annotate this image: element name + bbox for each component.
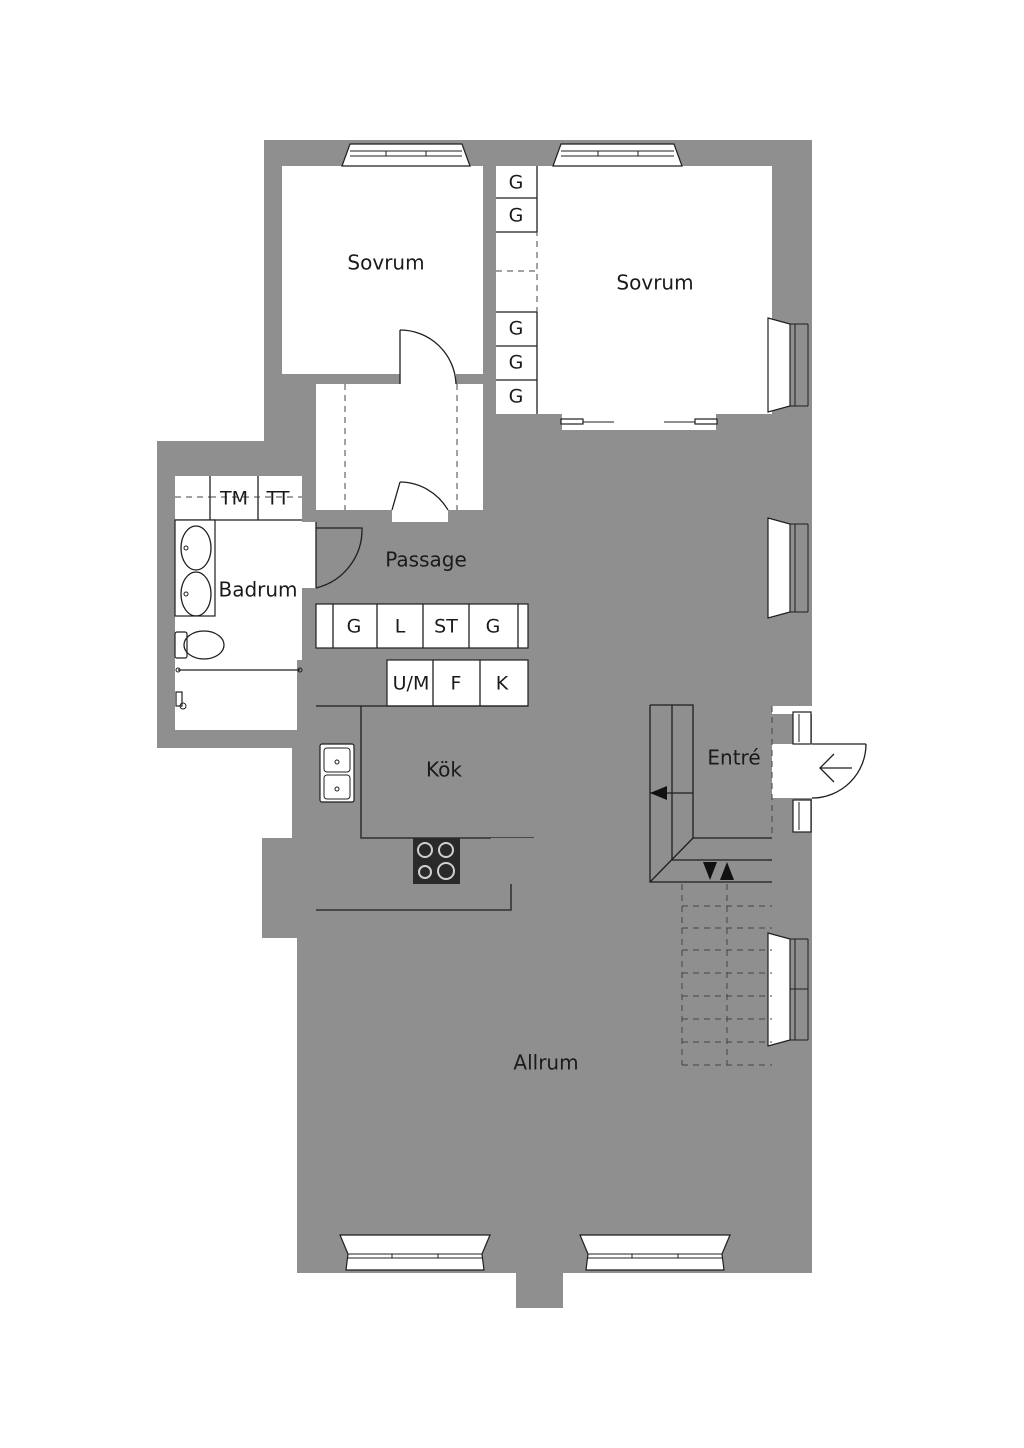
wall-bathroom-right <box>302 476 316 522</box>
kitchen-pillar <box>491 838 534 884</box>
wall-right-lower <box>772 838 812 1273</box>
wall-stub-right <box>716 414 772 430</box>
door-bedroom-small <box>399 329 457 385</box>
room-labels: Sovrum Sovrum Passage Entré Allrum <box>347 251 760 1075</box>
wall-right-upper <box>772 166 812 706</box>
sliding-door-left <box>560 418 614 425</box>
kitchen-k-label: K <box>496 673 509 695</box>
opening-entrance-door <box>772 744 812 798</box>
window-right-1 <box>767 317 809 413</box>
passage-cabinets: G L ST G <box>315 603 529 649</box>
door-passage <box>391 481 449 511</box>
door-bathroom <box>315 522 363 589</box>
openings <box>302 374 812 798</box>
wall-passage-top <box>264 374 400 384</box>
passage-cabinet-2: L <box>395 616 406 638</box>
bath-tm-label: TM <box>219 488 248 510</box>
stairs <box>649 704 772 1066</box>
passage-cabinet-4: G <box>486 616 501 638</box>
wall-entrance-top <box>639 653 772 671</box>
passage-cabinet-3: ST <box>434 616 458 638</box>
window-entrance-top <box>792 711 812 745</box>
wall-stub-left <box>538 414 562 430</box>
wall-left-upper <box>264 140 282 441</box>
room-label-bedroom-small: Sovrum <box>347 251 424 275</box>
kitchen-fixtures: U/M F K Kök <box>316 659 534 911</box>
room-label-living: Allrum <box>513 1051 578 1075</box>
wall-kitchen-left <box>297 660 316 940</box>
kitchen-sink-icon <box>319 743 355 803</box>
room-label-kitchen: Kök <box>426 758 462 782</box>
wall-passage-bottom-left <box>302 510 392 522</box>
wall-bath-left <box>157 441 175 748</box>
passage-cabinet-1: G <box>347 616 362 638</box>
wall-left <box>297 910 316 1240</box>
bath-tt-label: TT <box>266 488 290 510</box>
dashed-lines <box>344 230 773 838</box>
room-label-bathroom: Badrum <box>218 578 297 602</box>
bathroom-fixtures: TM TT Badrum <box>174 476 303 710</box>
door-entrance <box>811 743 867 799</box>
kitchen-f-label: F <box>451 673 462 695</box>
stove-icon <box>413 838 460 884</box>
window-top-left <box>341 143 471 167</box>
wardrobe-label-5: G <box>509 386 524 408</box>
opening-bedroom-large <box>538 414 728 430</box>
room-label-passage: Passage <box>385 548 467 572</box>
toilet-icon <box>174 630 225 660</box>
walls <box>157 140 812 1308</box>
window-bottom-right <box>579 1234 731 1271</box>
opening-living-right <box>772 706 812 714</box>
room-label-entrance: Entré <box>707 746 760 770</box>
kitchen-um-label: U/M <box>393 673 430 695</box>
window-entrance-bottom <box>792 799 812 833</box>
wardrobe-label-4: G <box>509 352 524 374</box>
wall-passage-top-right <box>456 374 496 384</box>
room-label-bedroom-large: Sovrum <box>616 271 693 295</box>
sink-icon <box>180 525 212 571</box>
wall-bath-bottom <box>157 730 316 748</box>
opening-bedroom-small-door <box>400 374 456 384</box>
wall-entrance-left <box>639 653 650 705</box>
shower-icon <box>175 691 187 710</box>
wall-cabinet-right <box>528 604 538 706</box>
windows <box>339 143 812 1271</box>
wardrobe-label-3: G <box>509 318 524 340</box>
stair-arrow-left-icon <box>650 786 667 800</box>
window-right-2 <box>767 517 809 619</box>
opening-passage-door <box>392 510 448 522</box>
window-top-right <box>552 143 683 167</box>
window-bottom-left <box>339 1234 491 1271</box>
wall-bathroom-top <box>157 441 316 476</box>
wall-bedrooms-divider <box>483 166 496 522</box>
wall-passage-bottom-right <box>448 510 538 522</box>
stair-arrow-up-icon <box>720 862 734 880</box>
wardrobe-label-1: G <box>509 172 524 194</box>
doors <box>315 329 867 799</box>
wardrobe-label-2: G <box>509 205 524 227</box>
window-right-3 <box>767 932 809 1047</box>
opening-bathroom-door <box>302 522 316 588</box>
sliding-door-right <box>664 418 718 425</box>
arrow-left-icon <box>819 753 852 783</box>
stair-arrow-down-icon <box>703 862 717 880</box>
outer-wall <box>157 140 812 1308</box>
wardrobe-column: G G G G G <box>496 166 538 414</box>
sink-icon <box>180 571 212 617</box>
